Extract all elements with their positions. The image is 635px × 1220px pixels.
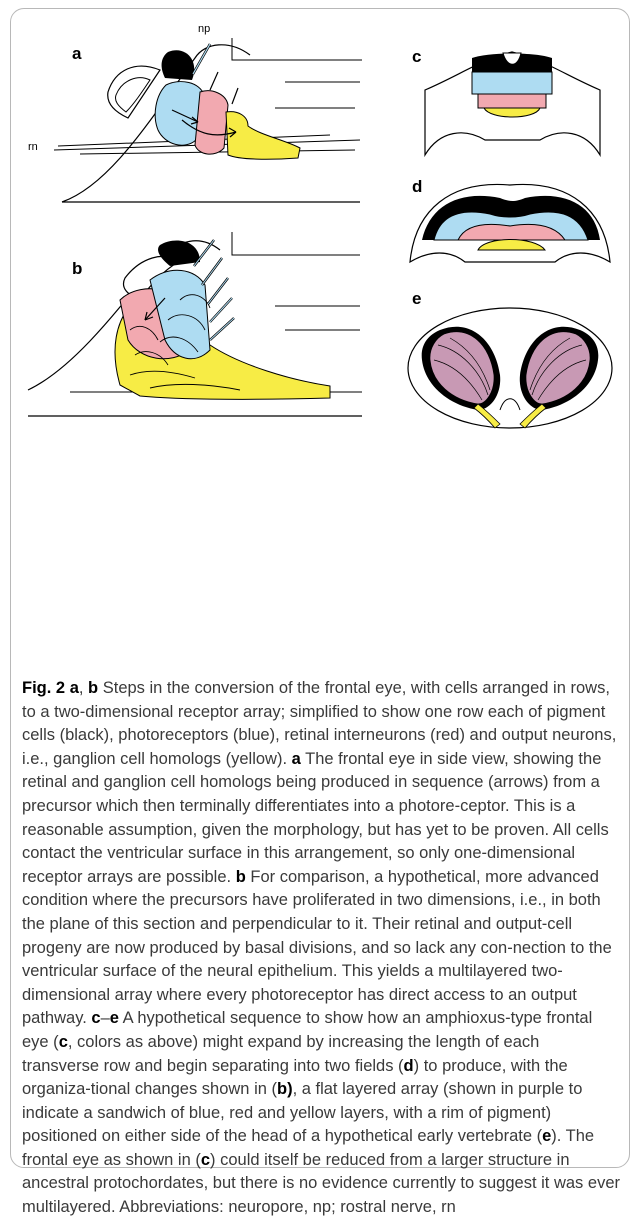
caption-panel-ref: e — [542, 1127, 551, 1145]
panel-label-b: b — [72, 259, 82, 278]
panel-d: d — [410, 177, 610, 262]
caption-panel-ref: a — [292, 750, 301, 768]
np-label: np — [198, 23, 210, 35]
panel-a: a np rn — [28, 23, 362, 202]
caption-panel-ref: b) — [277, 1080, 293, 1098]
panel-label-d: d — [412, 177, 422, 196]
caption-body: a, b Steps in the conversion of the fron… — [22, 679, 620, 1216]
caption-panel-ref: a — [70, 679, 79, 697]
panel-label-c: c — [412, 47, 421, 66]
panel-label-a: a — [72, 44, 82, 63]
caption-panel-ref: d — [404, 1057, 414, 1075]
caption-panel-ref: c — [201, 1151, 210, 1169]
figure-label: Fig. 2 — [22, 679, 65, 697]
panel-c: c — [412, 47, 600, 155]
figure-illustration: a np rn b — [0, 0, 635, 672]
caption-panel-ref: c — [59, 1033, 68, 1051]
caption-text: , — [79, 679, 88, 697]
caption-text: – — [101, 1009, 110, 1027]
caption-text: The frontal eye in side view, showing th… — [22, 750, 609, 886]
panel-label-e: e — [412, 289, 421, 308]
panel-e: e — [408, 289, 612, 428]
caption-text: For comparison, a hypothetical, more adv… — [22, 868, 612, 1028]
caption-panel-ref: c — [91, 1009, 100, 1027]
rn-label: rn — [28, 141, 38, 153]
caption-panel-ref: b — [88, 679, 98, 697]
figure-caption: Fig. 2 a, b Steps in the conversion of t… — [22, 677, 620, 1220]
caption-panel-ref: b — [236, 868, 246, 886]
panel-b: b — [28, 232, 362, 416]
caption-panel-ref: e — [110, 1009, 119, 1027]
